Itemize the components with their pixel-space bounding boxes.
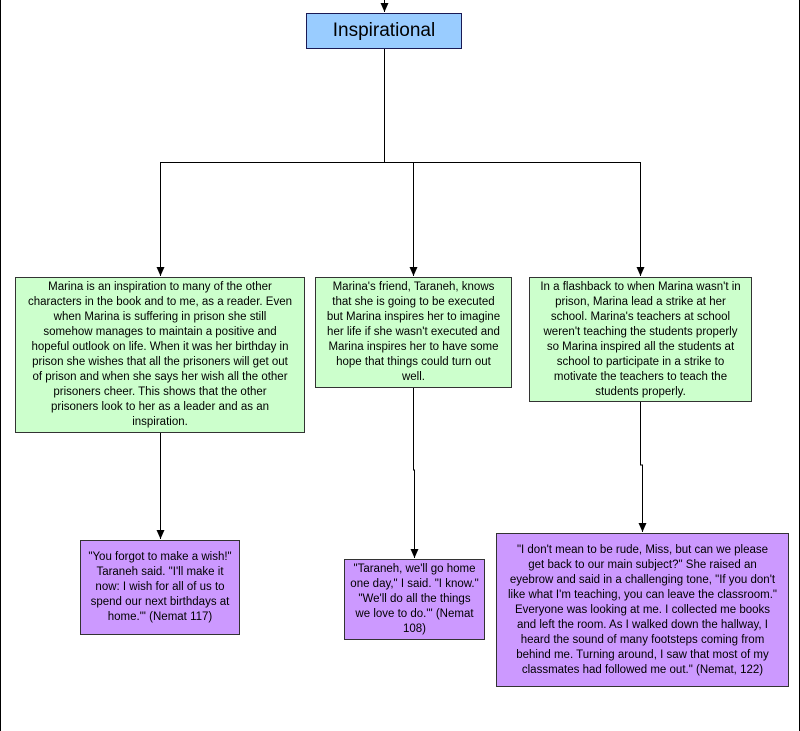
branch-3-text: In a flashback to when Marina wasn't in … (540, 280, 741, 398)
quote-1-box: "You forgot to make a wish!" Taraneh sai… (80, 540, 240, 635)
quote-3-box: "I don't mean to be rude, Miss, but can … (496, 533, 789, 687)
root-node-label: Inspirational (332, 20, 436, 41)
quote-2-box: "Taraneh, we'll go home one day," I said… (344, 559, 485, 640)
branch-1-text-box: Marina is an inspiration to many of the … (15, 277, 305, 433)
quote-3-connector (638, 401, 647, 532)
left-edge-line (0, 0, 1, 731)
branch-1-text: Marina is an inspiration to many of the … (27, 281, 293, 428)
quote-2-connector (410, 387, 419, 558)
quote-2-text: "Taraneh, we'll go home one day," I said… (350, 563, 479, 635)
quote-3-text: "I don't mean to be rude, Miss, but can … (508, 543, 777, 676)
quote-1-text: "You forgot to make a wish!" Taraneh sai… (88, 551, 232, 623)
branch-3-text-box: In a flashback to when Marina wasn't in … (529, 277, 752, 402)
branch-2-text-box: Marina's friend, Taraneh, knows that she… (315, 277, 512, 388)
branch-2-text: Marina's friend, Taraneh, knows that she… (326, 281, 501, 383)
root-node-inspirational: Inspirational (306, 13, 462, 49)
